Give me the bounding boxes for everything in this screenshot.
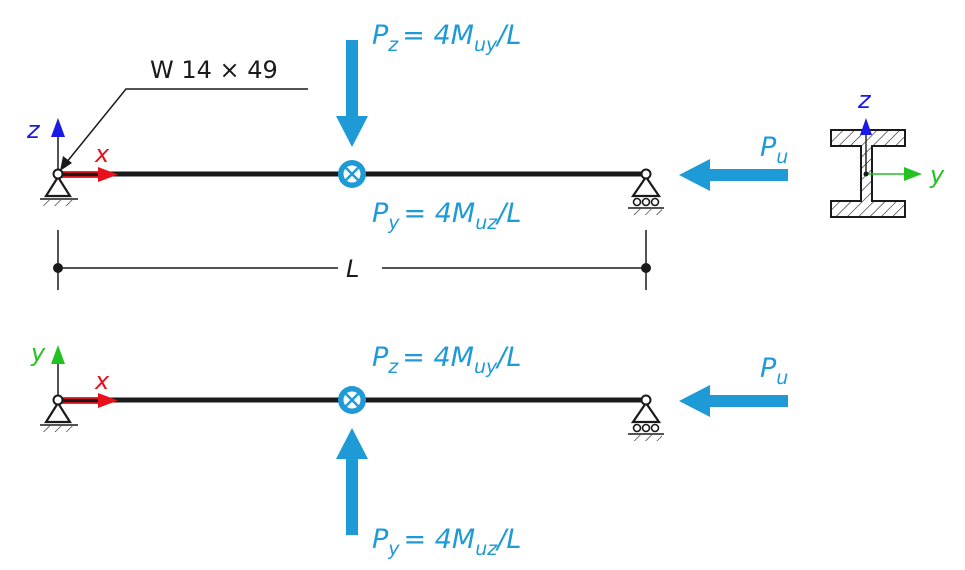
pz-label: Pz= 4Muy/L [372,20,521,56]
pz-load-arrow [336,40,368,147]
py-load-arrow [336,428,368,535]
x-axis-arrow-plan [58,393,118,408]
x-axis-arrow [58,167,118,182]
section-y-label: y [929,161,945,189]
section-label: W 14 × 49 [150,56,278,84]
i-beam-section-icon [830,118,922,218]
y-axis-label: y [30,339,46,367]
pu-load-arrow-plan [679,385,788,417]
load-point-icon [338,386,366,414]
pu-label: Pu [760,132,788,168]
pin-support-icon [40,394,78,432]
py-label-plan: Py= 4Muz/L [372,524,521,560]
span-label: L [346,255,359,283]
py-label: Py= 4Muz/L [372,198,521,234]
span-dimension [53,230,651,290]
pu-load-arrow [679,159,788,191]
z-axis-label: z [26,116,41,144]
section-leader [60,88,308,171]
plan-view-xy: y x [30,339,788,560]
elevation-view-xz: W 14 × 49 z x [26,20,788,290]
z-axis-arrow [51,118,65,174]
x-axis-label-plan: x [94,367,110,395]
pz-label-plan: Pz= 4Muy/L [372,342,521,378]
load-point-icon [338,160,366,188]
section-z-label: z [857,86,872,114]
y-axis-arrow [51,345,65,400]
pu-label-plan: Pu [760,353,788,389]
x-axis-label: x [94,140,110,168]
pin-support-icon [40,168,78,206]
roller-support-icon [628,394,664,441]
roller-support-icon [628,168,664,215]
